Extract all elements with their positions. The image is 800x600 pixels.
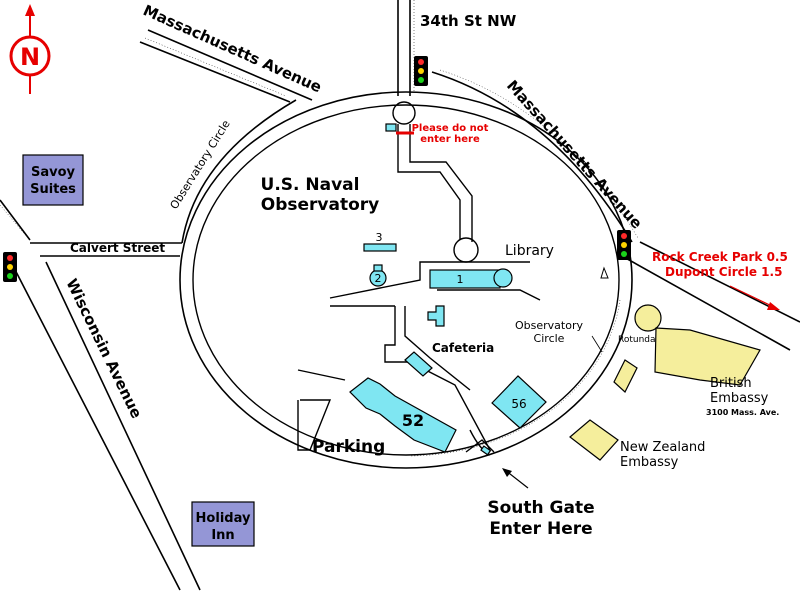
- rotunda-label: Rotunda: [618, 335, 656, 345]
- south-gate-arrow: [502, 468, 529, 489]
- building-3-label: 3: [376, 231, 383, 244]
- building-52-label: 52: [402, 411, 424, 430]
- building-small-cross: [427, 305, 445, 327]
- british-embassy-annex: [613, 359, 638, 393]
- calvert-street-label: Calvert Street: [70, 241, 165, 255]
- new-zealand-embassy-label-2: Embassy: [620, 455, 679, 470]
- observatory-circle-label-2: Circle: [534, 332, 565, 345]
- observatory-circle-outer: [179, 91, 633, 469]
- no-entry-label-1: Please do not: [412, 123, 489, 134]
- british-embassy-label-2: Embassy: [710, 391, 769, 406]
- south-gate-label-2: Enter Here: [489, 519, 592, 539]
- road-shading: [0, 0, 639, 239]
- ring-shading: [409, 299, 621, 457]
- mass-ave-nw-label: Massachusetts Avenue: [140, 1, 324, 96]
- direction-arrows: [729, 285, 780, 310]
- street-34th-label: 34th St NW: [420, 12, 517, 30]
- cafeteria-label: Cafeteria: [432, 341, 494, 355]
- rock-creek-direction: Rock Creek Park 0.5: [652, 250, 788, 264]
- holiday-inn-label-1: Holiday: [196, 511, 251, 526]
- observatory-circle-label-1: Observatory: [515, 319, 583, 332]
- embassies: [569, 304, 761, 461]
- dupont-circle-direction: Dupont Circle 1.5: [665, 265, 782, 279]
- observatory-title-1: U.S. Naval: [261, 175, 360, 195]
- traffic-light-wisconsin: [3, 252, 17, 282]
- holiday-inn-label-2: Inn: [211, 528, 234, 543]
- building-2-label: 2: [375, 272, 382, 285]
- entrance-guard-booth: [385, 123, 397, 132]
- traffic-light-34th: [414, 56, 428, 86]
- hotels: [22, 154, 255, 547]
- traffic-light-mass-ave: [617, 230, 631, 260]
- cafeteria-building: [404, 351, 433, 377]
- observatory-circle-leader: [591, 335, 603, 353]
- wisconsin-avenue-label: Wisconsin Avenue: [62, 276, 145, 421]
- internal-roads: [297, 101, 541, 456]
- british-embassy-label-1: British: [710, 376, 752, 391]
- library-dome: [493, 268, 513, 288]
- observatory-circle-inner: [192, 104, 620, 456]
- building-1: [429, 269, 501, 289]
- compass-letter: N: [20, 43, 40, 71]
- british-embassy: [654, 327, 761, 386]
- new-zealand-embassy-label-1: New Zealand: [620, 440, 705, 455]
- holiday-inn: [191, 501, 255, 547]
- buildings: [349, 123, 547, 456]
- rotunda: [634, 304, 662, 332]
- savoy-suites: [22, 154, 84, 206]
- mass-ave-ne-label: Massachusetts Avenue: [503, 77, 646, 233]
- new-zealand-embassy: [569, 419, 619, 461]
- library-label: Library: [505, 243, 554, 259]
- building-1-label: 1: [457, 273, 464, 286]
- parking-label: Parking: [312, 437, 385, 457]
- south-gate-label-1: South Gate: [487, 498, 594, 518]
- observatory-title-2: Observatory: [261, 195, 379, 215]
- savoy-suites-label-1: Savoy: [31, 165, 76, 180]
- circle-direction-marker: [600, 266, 609, 279]
- north-arrow-icon: N: [9, 4, 51, 94]
- building-52: [349, 377, 457, 453]
- british-embassy-address: 3100 Mass. Ave.: [706, 408, 779, 417]
- building-56: [491, 375, 547, 429]
- building-3: [363, 243, 397, 252]
- building-56-label: 56: [511, 397, 526, 411]
- observatory-circle-nw-label: Observatory Circle: [168, 118, 233, 212]
- no-entry-label-2: enter here: [420, 134, 480, 145]
- savoy-suites-label-2: Suites: [30, 182, 76, 197]
- south-gate-booth: [480, 445, 492, 456]
